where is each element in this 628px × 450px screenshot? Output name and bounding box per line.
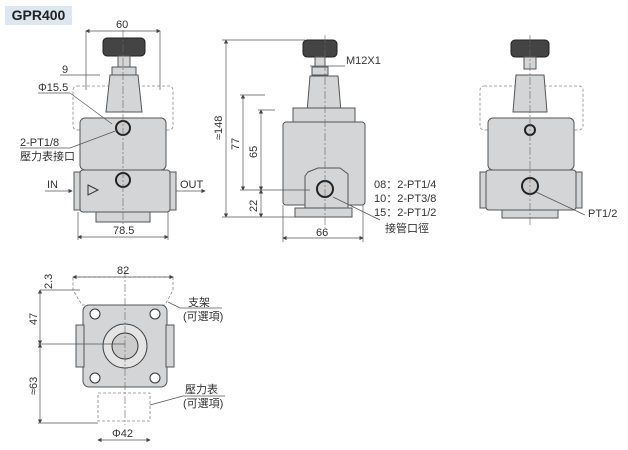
flow-arrow-icon — [87, 184, 100, 196]
port-size-10: 10：2-PT3/8 — [374, 193, 436, 205]
dim-9: 9 — [62, 64, 68, 76]
port-label: 接管口徑 — [385, 221, 429, 235]
dim-66: 66 — [316, 227, 328, 239]
gauge-optional: (可選項) — [183, 397, 223, 410]
bonnet — [306, 75, 342, 113]
bonnet — [105, 74, 143, 113]
bracket-outline — [72, 276, 174, 306]
gauge-label: 壓力表 — [185, 382, 218, 396]
bracket-label: 支架 — [188, 296, 210, 309]
side-view: ≈148 77 65 22 66 M12X1 08：2-PT1/4 10：2-P… — [213, 35, 436, 242]
dim-60: 60 — [116, 19, 128, 31]
dim-78-5: 78.5 — [113, 225, 134, 237]
dim-148: ≈148 — [213, 116, 225, 140]
dim-82: 82 — [117, 265, 129, 277]
dim-22: 22 — [248, 200, 260, 212]
dim-phi42: Φ42 — [112, 428, 133, 440]
adjust-knob — [102, 37, 146, 57]
rear-port-label: PT1/2 — [588, 208, 617, 220]
port-size-08: 08：2-PT1/4 — [374, 179, 436, 191]
gauge-outline — [97, 392, 151, 422]
dim-65: 65 — [248, 146, 260, 158]
dim-63: ≈63 — [28, 377, 40, 395]
gauge-port-label: 壓力表接口 — [20, 149, 75, 163]
front-view: 60 9 Φ15.5 2-PT1/8 壓力表接口 IN OUT 78.5 — [20, 19, 206, 240]
dim-47: 47 — [28, 313, 40, 325]
dim-77: 77 — [230, 138, 242, 150]
bracket-optional: (可選項) — [183, 310, 223, 323]
model-title: GPR400 — [5, 6, 72, 25]
dim-2-3: 2.3 — [43, 274, 55, 289]
gauge-port-size: 2-PT1/8 — [20, 137, 59, 149]
inlet-label: IN — [47, 179, 58, 191]
top-view: 82 2.3 47 ≈63 Φ42 支架 (可選項) 壓力表 (可選項) — [28, 265, 225, 443]
thread-label: M12X1 — [346, 55, 381, 67]
port-size-15: 15：2-PT1/2 — [374, 207, 436, 219]
outlet-label: OUT — [180, 179, 204, 191]
rear-view: PT1/2 — [479, 35, 617, 225]
adjust-knob — [302, 39, 338, 58]
dim-diameter: Φ15.5 — [38, 82, 68, 94]
